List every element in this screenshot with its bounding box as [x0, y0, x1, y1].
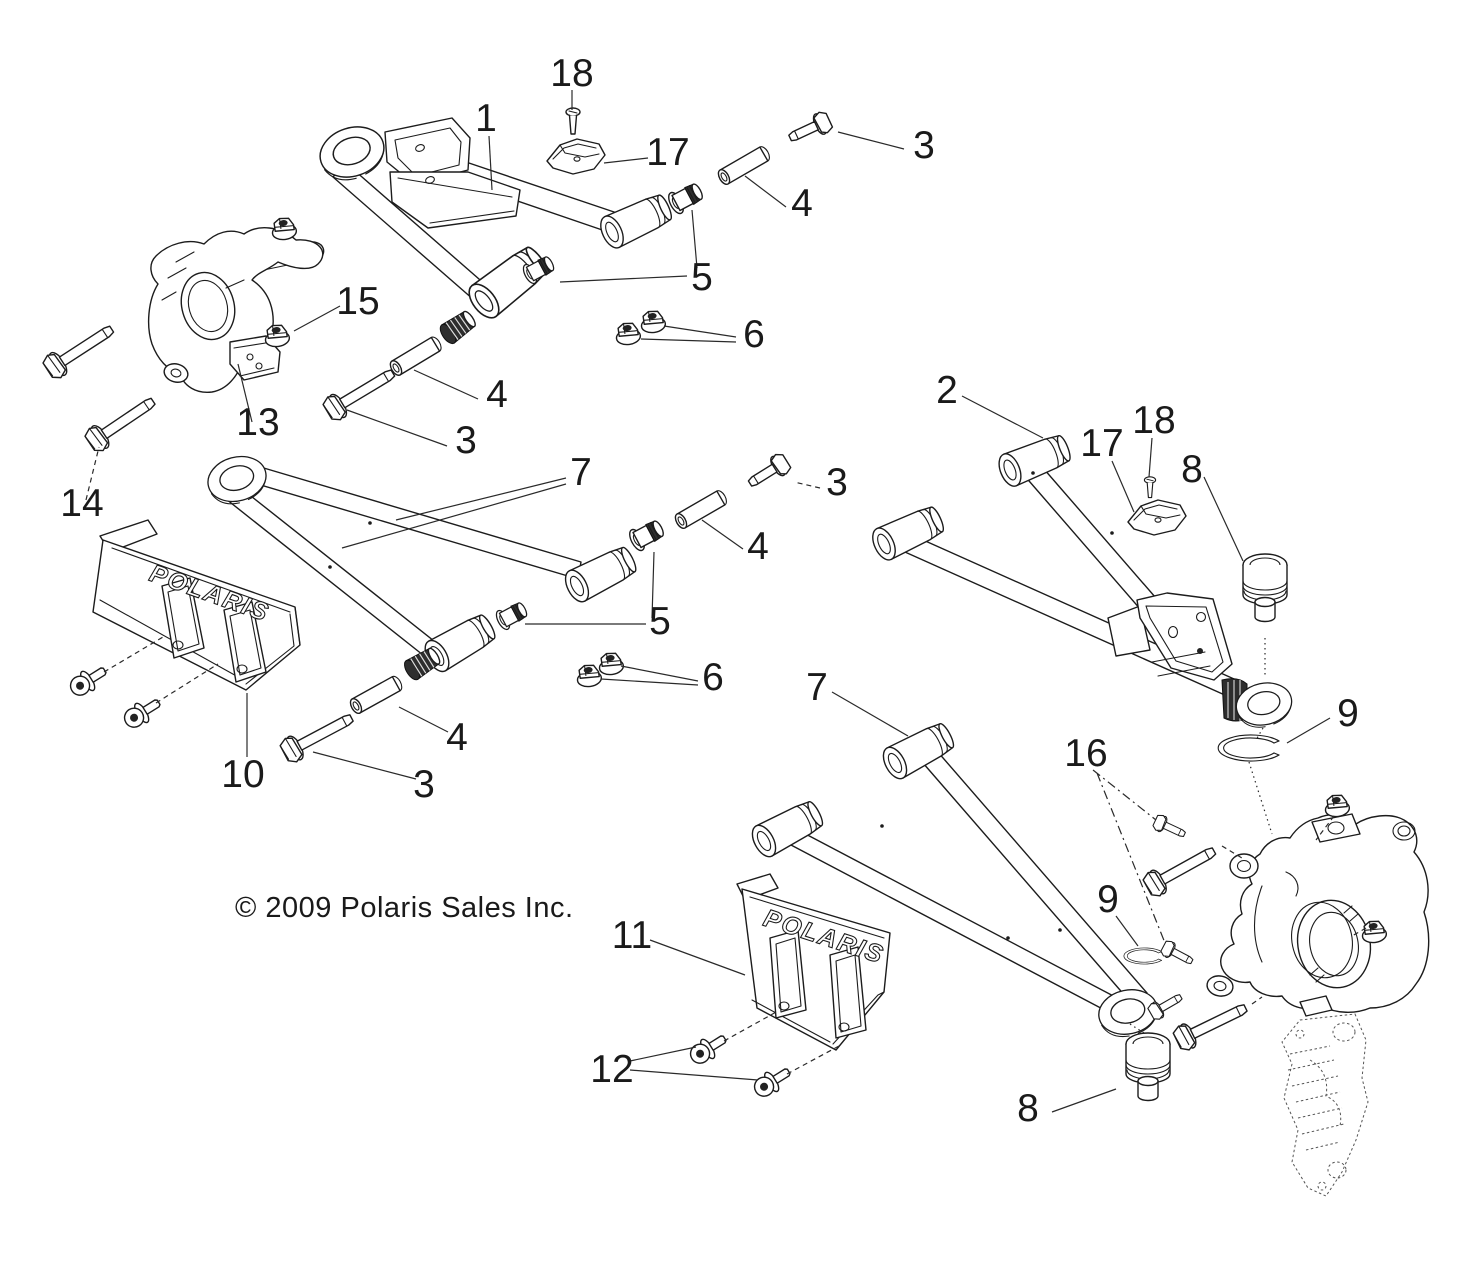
upper-arm-ring-eye [312, 118, 392, 188]
callout-16: 16 [1064, 732, 1107, 775]
copyright-notice: © 2009 Polaris Sales Inc. [235, 892, 574, 924]
bolt-14b [82, 389, 162, 456]
inner-bushing-upper [436, 307, 480, 347]
bolt-3c [743, 450, 794, 494]
upper-a-arm-left-bracket [384, 117, 521, 229]
guard-right-rib-2 [829, 946, 867, 1039]
callout-2: 2 [936, 369, 958, 412]
bolt-3b [320, 361, 401, 425]
callout-3-bottom: 3 [413, 763, 435, 806]
assembly-center-lines [1129, 638, 1367, 1034]
callout-9-bottom: 9 [1097, 878, 1119, 921]
callout-5-mid: 5 [649, 600, 671, 643]
callout-3-top: 3 [913, 124, 935, 167]
upper-arm-pivot-sleeve-front [462, 240, 554, 324]
callout-4-left: 4 [486, 373, 508, 416]
bolt-16b [1158, 938, 1197, 970]
callout-18-right: 18 [1132, 399, 1175, 442]
brake-caliper-ghost [1281, 1013, 1369, 1197]
spacer-4d [347, 673, 405, 716]
guard-screw-right-2 [749, 1061, 796, 1102]
lower-a-arm-right [746, 718, 1163, 1043]
callout-11: 11 [612, 914, 653, 957]
nut-6a [613, 320, 643, 347]
callout-1: 1 [475, 97, 497, 140]
guard-left-rib-2 [223, 601, 267, 683]
callout-8-top: 8 [1181, 448, 1203, 491]
lower-a-arm-left [202, 449, 668, 683]
callout-10: 10 [221, 753, 264, 796]
left-steering-knuckle [147, 227, 325, 393]
guard-screw-right-1 [685, 1028, 732, 1069]
a-arm-guard-right: POLARIS [736, 873, 891, 1051]
knuckle-bolt-upper [1140, 838, 1221, 900]
callout-9-top: 9 [1337, 692, 1359, 735]
bushing-5c [626, 516, 668, 554]
callout-4-mid: 4 [747, 525, 769, 568]
callout-leader-lines [85, 90, 1331, 1113]
callout-14: 14 [60, 482, 103, 525]
ball-joint-8a [1242, 553, 1288, 623]
lower-arm-left-ring-eye [202, 449, 273, 511]
bolt-3a [784, 109, 835, 149]
callout-7-left: 7 [570, 451, 592, 494]
wire-clamp-17a [546, 138, 606, 175]
callout-4-top: 4 [791, 182, 813, 225]
callout-13: 13 [236, 401, 279, 444]
callout-15: 15 [336, 280, 379, 323]
callout-12: 12 [590, 1048, 633, 1091]
guard-screw-left-1 [65, 660, 112, 701]
screw-18a [565, 107, 581, 135]
nut-6d [596, 650, 626, 677]
bolt-lower-arm-right [1170, 995, 1252, 1054]
spacer-4a [715, 144, 773, 187]
snap-ring-9b [1123, 947, 1162, 965]
guard-screw-left-2 [119, 692, 166, 733]
callout-5-top: 5 [691, 256, 713, 299]
callout-18-top: 18 [550, 52, 593, 95]
nut-6b [638, 308, 668, 335]
callout-7-right: 7 [806, 666, 828, 709]
spacer-4c [672, 488, 730, 531]
ball-joint-8b [1125, 1032, 1171, 1102]
callout-3-mid: 3 [826, 461, 848, 504]
upper-a-arm-right-bracket [1107, 592, 1233, 681]
upper-arm-pivot-sleeve-rear [595, 189, 677, 253]
upper-a-arm-right [867, 430, 1297, 733]
callout-4-bottom: 4 [446, 716, 468, 759]
right-steering-knuckle [1206, 813, 1430, 1017]
guard-right-rib-1 [769, 929, 807, 1019]
bushing-5d [493, 598, 531, 633]
bolt-14a [40, 317, 120, 383]
guard-left-rib-1 [161, 577, 205, 659]
bolt-ring-eye [1146, 988, 1186, 1023]
nut-6c [574, 662, 604, 689]
bolt-3d [277, 705, 359, 766]
callout-3-left: 3 [455, 419, 477, 462]
nut-knuckle-right-top [1322, 792, 1352, 819]
callouts: 18 1 17 3 4 5 15 6 13 2 4 17 18 3 8 7 3 … [60, 52, 1359, 1130]
wire-clamp-17b [1127, 499, 1187, 536]
bushing-5a [665, 179, 707, 217]
snap-ring-9a [1217, 734, 1280, 762]
a-arm-guard-left: POLARIS [92, 519, 301, 691]
screw-18b [1143, 476, 1157, 499]
callout-6-mid: 6 [702, 656, 724, 699]
callout-17-top: 17 [646, 131, 689, 174]
callout-6-top: 6 [743, 313, 765, 356]
callout-17-right: 17 [1080, 422, 1123, 465]
callout-8-bottom: 8 [1017, 1087, 1039, 1130]
bolt-16a [1151, 812, 1189, 843]
upper-a-arm-left [312, 117, 707, 347]
lower-arm-left-sleeve-rear [560, 542, 641, 607]
